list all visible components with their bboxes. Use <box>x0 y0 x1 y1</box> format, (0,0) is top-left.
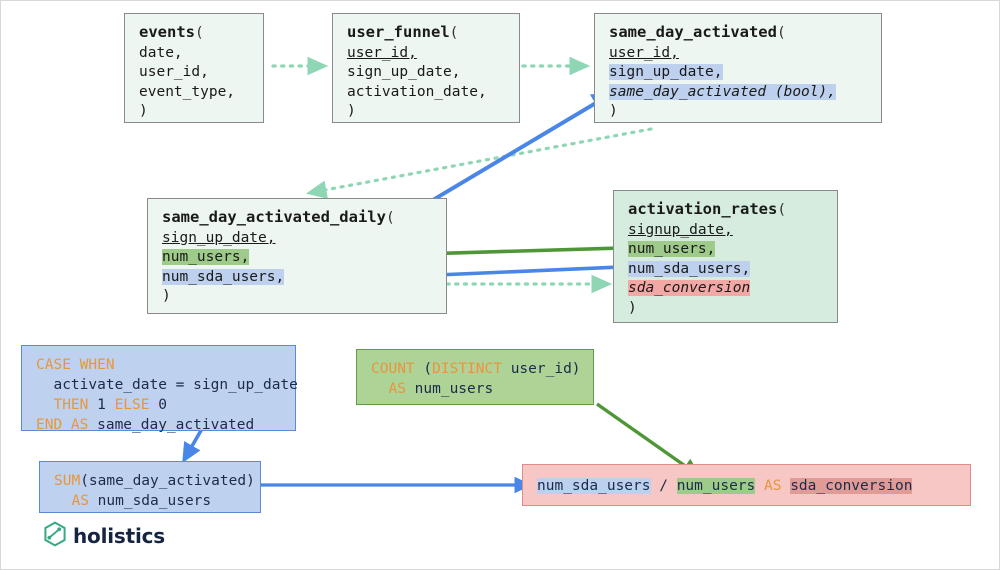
count-as-keyword: AS <box>371 381 415 397</box>
code-block-count-distinct[interactable]: COUNT (DISTINCT user_id) AS num_users <box>356 349 594 405</box>
code-block-sum-sda[interactable]: SUM(same_day_activated) AS num_sda_users <box>39 461 261 513</box>
then-value: 1 <box>97 397 106 413</box>
sum-argument: (same_day_activated) <box>80 473 255 489</box>
conversion-denominator: num_users <box>676 478 756 494</box>
conversion-alias: sda_conversion <box>790 478 913 494</box>
conversion-divider: / <box>650 478 677 494</box>
count-keyword: COUNT <box>371 361 415 377</box>
entity-user_funnel-col-2: activation_date, <box>347 83 487 100</box>
code-block-conversion-formula[interactable]: num_sda_users / num_users AS sda_convers… <box>522 464 971 506</box>
conversion-as-keyword: AS <box>755 478 791 494</box>
entity-user_funnel[interactable]: user_funnel( user_id, sign_up_date, acti… <box>332 13 520 123</box>
entity-same_day_activated_daily-open-paren: ( <box>385 210 395 226</box>
else-keyword: ELSE <box>105 397 159 413</box>
entity-user_funnel-col-1: sign_up_date, <box>347 64 461 80</box>
entity-activation_rates-col-1: num_users, <box>628 241 716 257</box>
sum-keyword: SUM <box>54 473 81 489</box>
entity-activation_rates-open-paren: ( <box>777 202 787 218</box>
entity-activation_rates-col-2: num_sda_users, <box>628 260 751 277</box>
entity-same_day_activated-close-paren: ) <box>609 103 618 119</box>
entity-user_funnel-close-paren: ) <box>347 103 356 119</box>
holistics-logo: holistics <box>43 521 165 551</box>
conversion-numerator: num_sda_users <box>537 478 651 494</box>
entity-events-open-paren: ( <box>195 25 204 41</box>
entity-events-col-0: date, <box>139 44 183 61</box>
entity-same_day_activated_daily-title: same_day_activated_daily <box>162 208 386 226</box>
distinct-keyword: DISTINCT <box>432 361 502 377</box>
entity-same_day_activated-col-1: sign_up_date, <box>609 64 723 80</box>
else-value: 0 <box>158 397 167 413</box>
entity-same_day_activated-col-0: user_id, <box>609 44 679 61</box>
entity-same_day_activated_daily-col-1: num_users, <box>162 249 250 265</box>
arrow-same_day_activated-to-same_day_activated_daily <box>305 127 653 199</box>
entity-same_day_activated_daily-close-paren: ) <box>162 288 171 304</box>
hexagon-logo-icon <box>43 521 67 551</box>
entity-user_funnel-open-paren: ( <box>449 25 459 41</box>
entity-same_day_activated-open-paren: ( <box>776 25 786 41</box>
entity-same_day_activated-title: same_day_activated <box>609 23 777 41</box>
entity-events-title: events <box>139 23 195 41</box>
sum-alias: num_sda_users <box>97 493 212 509</box>
entity-activation_rates-title: activation_rates <box>628 200 778 218</box>
entity-same_day_activated_daily-col-2: num_sda_users, <box>162 268 285 285</box>
end-as-alias: same_day_activated <box>97 417 255 433</box>
code-block-case-when[interactable]: CASE WHEN activate_date = sign_up_date T… <box>21 345 298 433</box>
entity-user_funnel-col-0: user_id, <box>347 44 417 61</box>
entity-events-col-1: user_id, <box>139 64 209 80</box>
holistics-wordmark: holistics <box>73 524 165 548</box>
entity-activation_rates-close-paren: ) <box>628 299 637 316</box>
entity-events-col-2: event_type, <box>139 83 236 100</box>
entity-same_day_activated-col-2: same_day_activated (bool), <box>609 83 836 100</box>
entity-same_day_activated_daily-col-0: sign_up_date, <box>162 229 276 246</box>
entity-same_day_activated[interactable]: same_day_activated( user_id, sign_up_dat… <box>594 13 882 123</box>
count-argument: user_id) <box>501 361 581 377</box>
entity-activation_rates[interactable]: activation_rates( signup_date, num_users… <box>613 190 838 323</box>
entity-same_day_activated_daily[interactable]: same_day_activated_daily( sign_up_date, … <box>147 198 447 314</box>
entity-events[interactable]: events( date, user_id, event_type, ) <box>124 13 264 123</box>
entity-user_funnel-title: user_funnel <box>347 23 450 41</box>
case-when-condition: activate_date = sign_up_date <box>36 377 298 393</box>
sum-as-keyword: AS <box>54 493 98 509</box>
entity-events-close-paren: ) <box>139 103 148 119</box>
case-when-keyword: CASE WHEN <box>36 357 115 373</box>
entity-activation_rates-col-3: sda_conversion <box>628 280 751 296</box>
end-as-keyword: END AS <box>36 417 98 433</box>
count-alias: num_users <box>414 381 494 397</box>
then-keyword: THEN <box>36 397 98 413</box>
count-open-paren: ( <box>414 361 433 377</box>
entity-activation_rates-col-0: signup_date, <box>628 221 733 238</box>
